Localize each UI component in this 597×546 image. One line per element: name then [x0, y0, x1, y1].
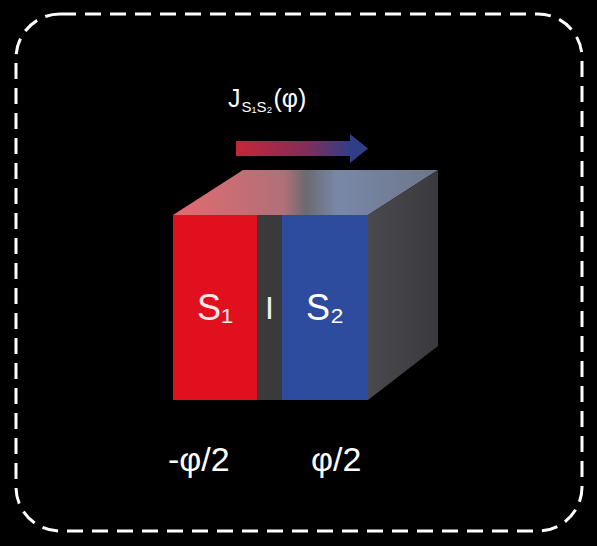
phase-label: φ/2 — [311, 442, 361, 476]
slab-label: S₁ — [197, 290, 233, 326]
slab-label: I — [265, 292, 274, 324]
superconductor-slab: S₂ — [282, 215, 368, 400]
current-symbol: J — [228, 86, 241, 111]
current-argument: (φ) — [273, 86, 306, 111]
current-arrow-head — [350, 134, 368, 163]
dashed-frame — [16, 14, 582, 531]
phase-label: -φ/2 — [168, 442, 230, 476]
superconductor-slab: S₁ — [173, 215, 257, 400]
slab-label: S₂ — [306, 290, 344, 326]
insulator-slab: I — [257, 215, 282, 400]
current-arrow-shaft — [236, 141, 352, 156]
current-subscript: S₁S₂ — [242, 99, 273, 114]
junction-side-face — [368, 170, 438, 400]
